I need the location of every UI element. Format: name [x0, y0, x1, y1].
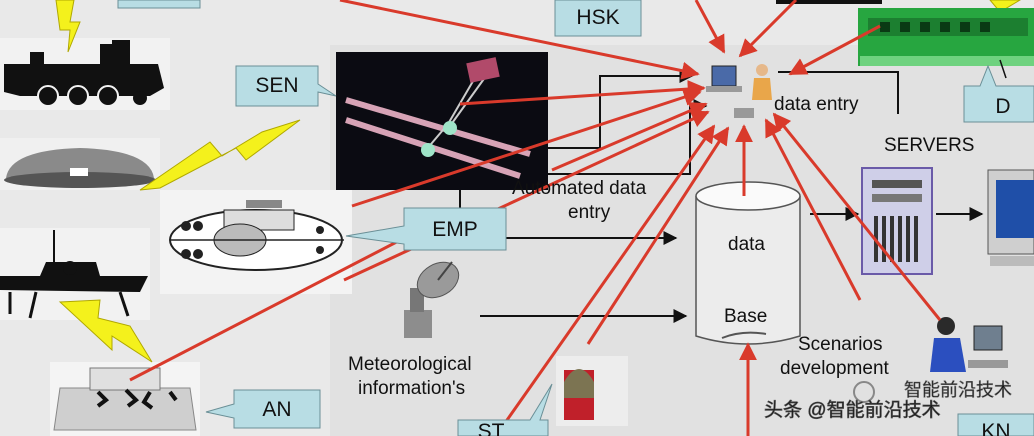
callout-hsk: HSK	[554, 0, 642, 37]
callout-d: D	[963, 64, 1034, 123]
watermark-text: 头条 @智能前沿技术	[764, 399, 941, 421]
callout-emp: EMP	[345, 207, 507, 251]
svg-text:ST: ST	[478, 420, 505, 436]
callout-top-left-fragment	[117, 0, 201, 9]
buoy-platform-icon	[50, 362, 200, 436]
callout-st: ST	[457, 383, 553, 436]
database-base-label: Base	[724, 306, 767, 327]
svg-text:EMP: EMP	[432, 218, 478, 241]
automated-data-entry-label: Automated data	[512, 178, 647, 199]
svg-text:HSK: HSK	[576, 6, 619, 29]
servers-label: SERVERS	[884, 135, 974, 156]
svg-text:D: D	[995, 95, 1010, 118]
data-entry-label: data entry	[774, 94, 859, 115]
watermark: 智能前沿技术 头条 @智能前沿技术	[764, 380, 1013, 422]
top-black-bar	[776, 0, 882, 4]
submarine-icon	[160, 190, 352, 294]
scenarios-label: Scenarios	[798, 334, 883, 355]
database-data-label: data	[728, 234, 765, 255]
database-cylinder	[695, 181, 801, 345]
lightning-icon	[55, 0, 1021, 363]
svg-text:SEN: SEN	[255, 74, 298, 97]
meteorological-label: Meteorological	[348, 354, 472, 375]
workstation-icon	[706, 64, 772, 118]
connector-line	[999, 59, 1007, 79]
satellite-dish-icon	[404, 261, 460, 338]
callout-sen: SEN	[235, 65, 337, 107]
st-sensor-icon	[556, 356, 628, 426]
operator-person-icon	[930, 317, 1008, 372]
locomotive-icon	[0, 38, 170, 110]
red-arrows	[129, 0, 942, 436]
automated-data-entry-label-line2: entry	[568, 202, 611, 223]
svg-text:KN: KN	[981, 420, 1010, 436]
meteorological-label-line2: information's	[358, 378, 465, 399]
callout-an: AN	[205, 389, 321, 429]
watermark-logo-text: 智能前沿技术	[904, 380, 1012, 400]
sensor-panel	[336, 52, 548, 190]
svg-text:AN: AN	[262, 398, 291, 421]
server-icon	[861, 167, 933, 275]
circuit-board-icon	[858, 8, 1034, 66]
callout-kn: KN	[957, 413, 1034, 436]
hovercraft-icon	[0, 138, 160, 190]
scenarios-label-line2: development	[780, 358, 890, 379]
monitor-icon	[987, 169, 1034, 266]
